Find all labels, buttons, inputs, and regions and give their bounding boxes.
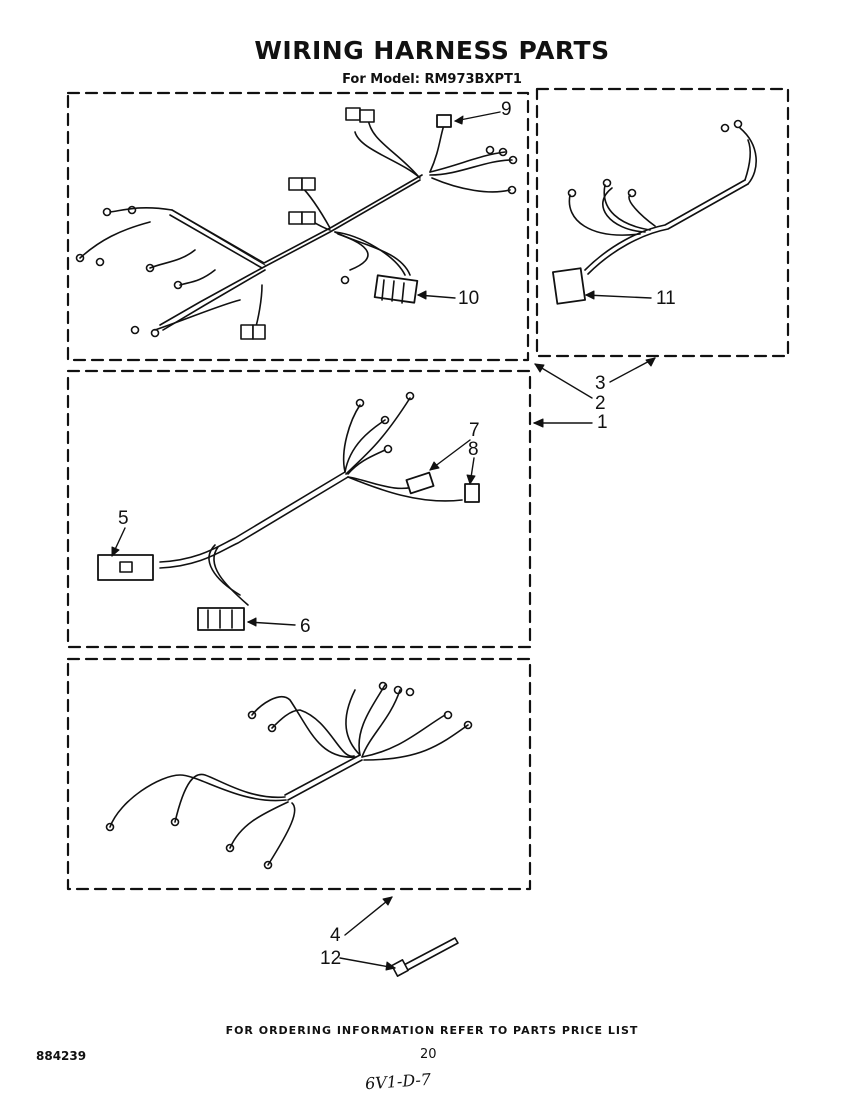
connector-9 (436, 114, 452, 128)
connector-11 (552, 267, 586, 305)
harness-4 (105, 681, 473, 870)
leader-2 (534, 363, 593, 399)
harness-1 (97, 391, 480, 631)
callout-1: 1 (597, 412, 608, 433)
leader-4 (344, 896, 393, 936)
callout-7: 7 (469, 420, 480, 441)
page-title: WIRING HARNESS PARTS (254, 36, 610, 65)
page-number: 20 (420, 1047, 437, 1062)
callout-10: 10 (458, 288, 480, 309)
callout-4: 4 (330, 925, 341, 946)
ordering-note: FOR ORDERING INFORMATION REFER TO PARTS … (225, 1024, 639, 1037)
group-box-harness-1 (66, 369, 532, 649)
connector-10 (373, 274, 419, 304)
tie-strap-12 (391, 937, 459, 977)
callout-2: 2 (595, 393, 606, 414)
group-box-harness-4 (66, 657, 532, 891)
model-subtitle: For Model: RM973BXPT1 (342, 72, 522, 87)
callout-9: 9 (501, 99, 512, 120)
connector-8 (464, 483, 480, 503)
callout-12: 12 (320, 948, 342, 969)
callout-6: 6 (300, 616, 311, 637)
connector-7 (405, 471, 435, 495)
callout-8: 8 (468, 439, 479, 460)
group-box-main-harness (66, 91, 530, 362)
leader-11 (585, 294, 652, 299)
callout-3: 3 (595, 373, 606, 394)
document-number: 884239 (36, 1049, 87, 1063)
leader-12 (339, 957, 396, 969)
group-box-harness-11 (535, 87, 790, 358)
callout-5: 5 (118, 508, 129, 529)
connector-6 (197, 607, 245, 631)
callout-11: 11 (656, 288, 676, 309)
main-wiring-harness (75, 107, 518, 340)
harness-11 (552, 119, 757, 305)
